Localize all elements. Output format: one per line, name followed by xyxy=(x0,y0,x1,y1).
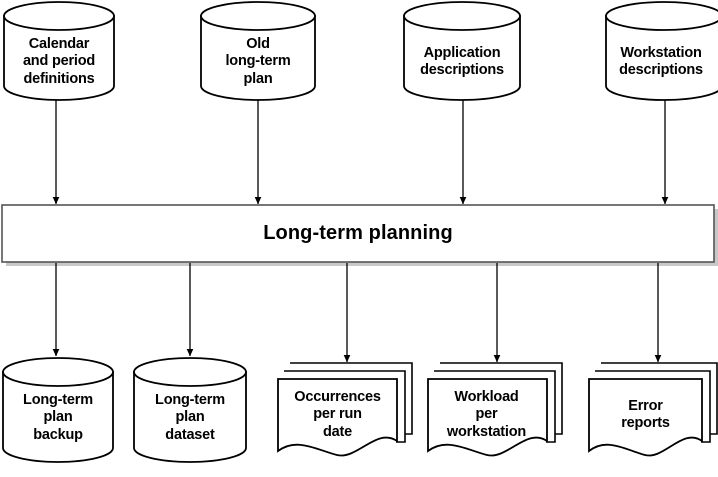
output-document-stack-3-shape xyxy=(588,362,718,457)
output-node-occurrences-per-run-date[interactable] xyxy=(278,363,412,463)
input-node-application-descriptions[interactable] xyxy=(404,2,520,100)
input-cylinder-1-shape xyxy=(3,1,115,101)
input-arrows xyxy=(52,100,669,205)
input-cylinder-2-shape xyxy=(200,1,316,101)
input-node-workstation-descriptions[interactable] xyxy=(606,2,718,100)
output-node-workload-per-workstation[interactable] xyxy=(428,363,562,463)
process-node-long-term-planning[interactable] xyxy=(2,205,714,262)
output-node-error-reports[interactable] xyxy=(589,363,718,463)
output-arrows xyxy=(52,263,662,363)
output-cylinder-2-shape xyxy=(133,357,247,463)
input-node-calendar-and-period-definitions[interactable] xyxy=(4,2,114,100)
input-cylinder-4-shape xyxy=(605,1,718,101)
output-node-long-term-plan-backup[interactable] xyxy=(3,358,113,462)
output-node-long-term-plan-dataset[interactable] xyxy=(134,358,246,462)
process-box-shape xyxy=(1,204,718,266)
output-document-stack-1-shape xyxy=(277,362,413,457)
output-document-stack-2-shape xyxy=(427,362,563,457)
input-cylinder-3-shape xyxy=(403,1,521,101)
output-cylinder-1-shape xyxy=(2,357,114,463)
input-node-old-long-term-plan[interactable] xyxy=(201,2,315,100)
